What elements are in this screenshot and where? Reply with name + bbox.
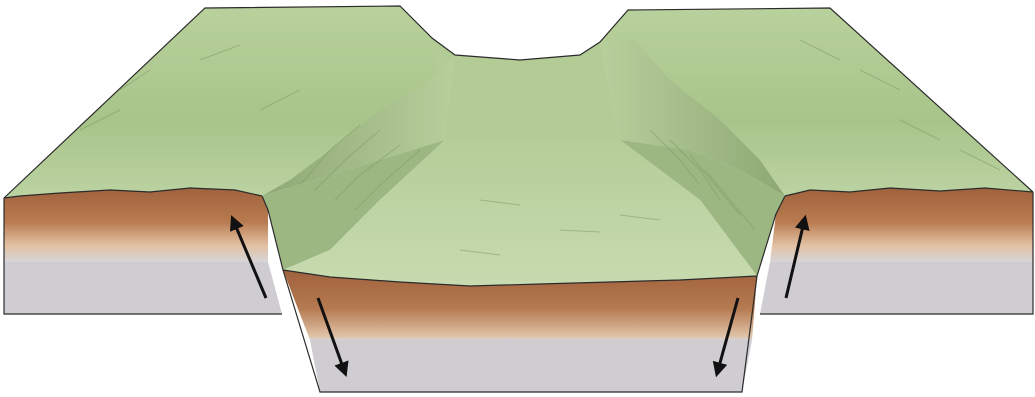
graben-back-rim [432, 38, 620, 140]
left-horst-block [4, 188, 282, 314]
right-horst-bedrock-layer [760, 262, 1033, 314]
right-horst-soil-layer [770, 188, 1033, 262]
central-graben-block [283, 270, 757, 392]
graben-bedrock-layer [310, 340, 752, 392]
left-horst-soil-layer [4, 188, 268, 262]
right-horst-block [760, 188, 1033, 314]
left-horst-bedrock-layer [4, 262, 282, 314]
